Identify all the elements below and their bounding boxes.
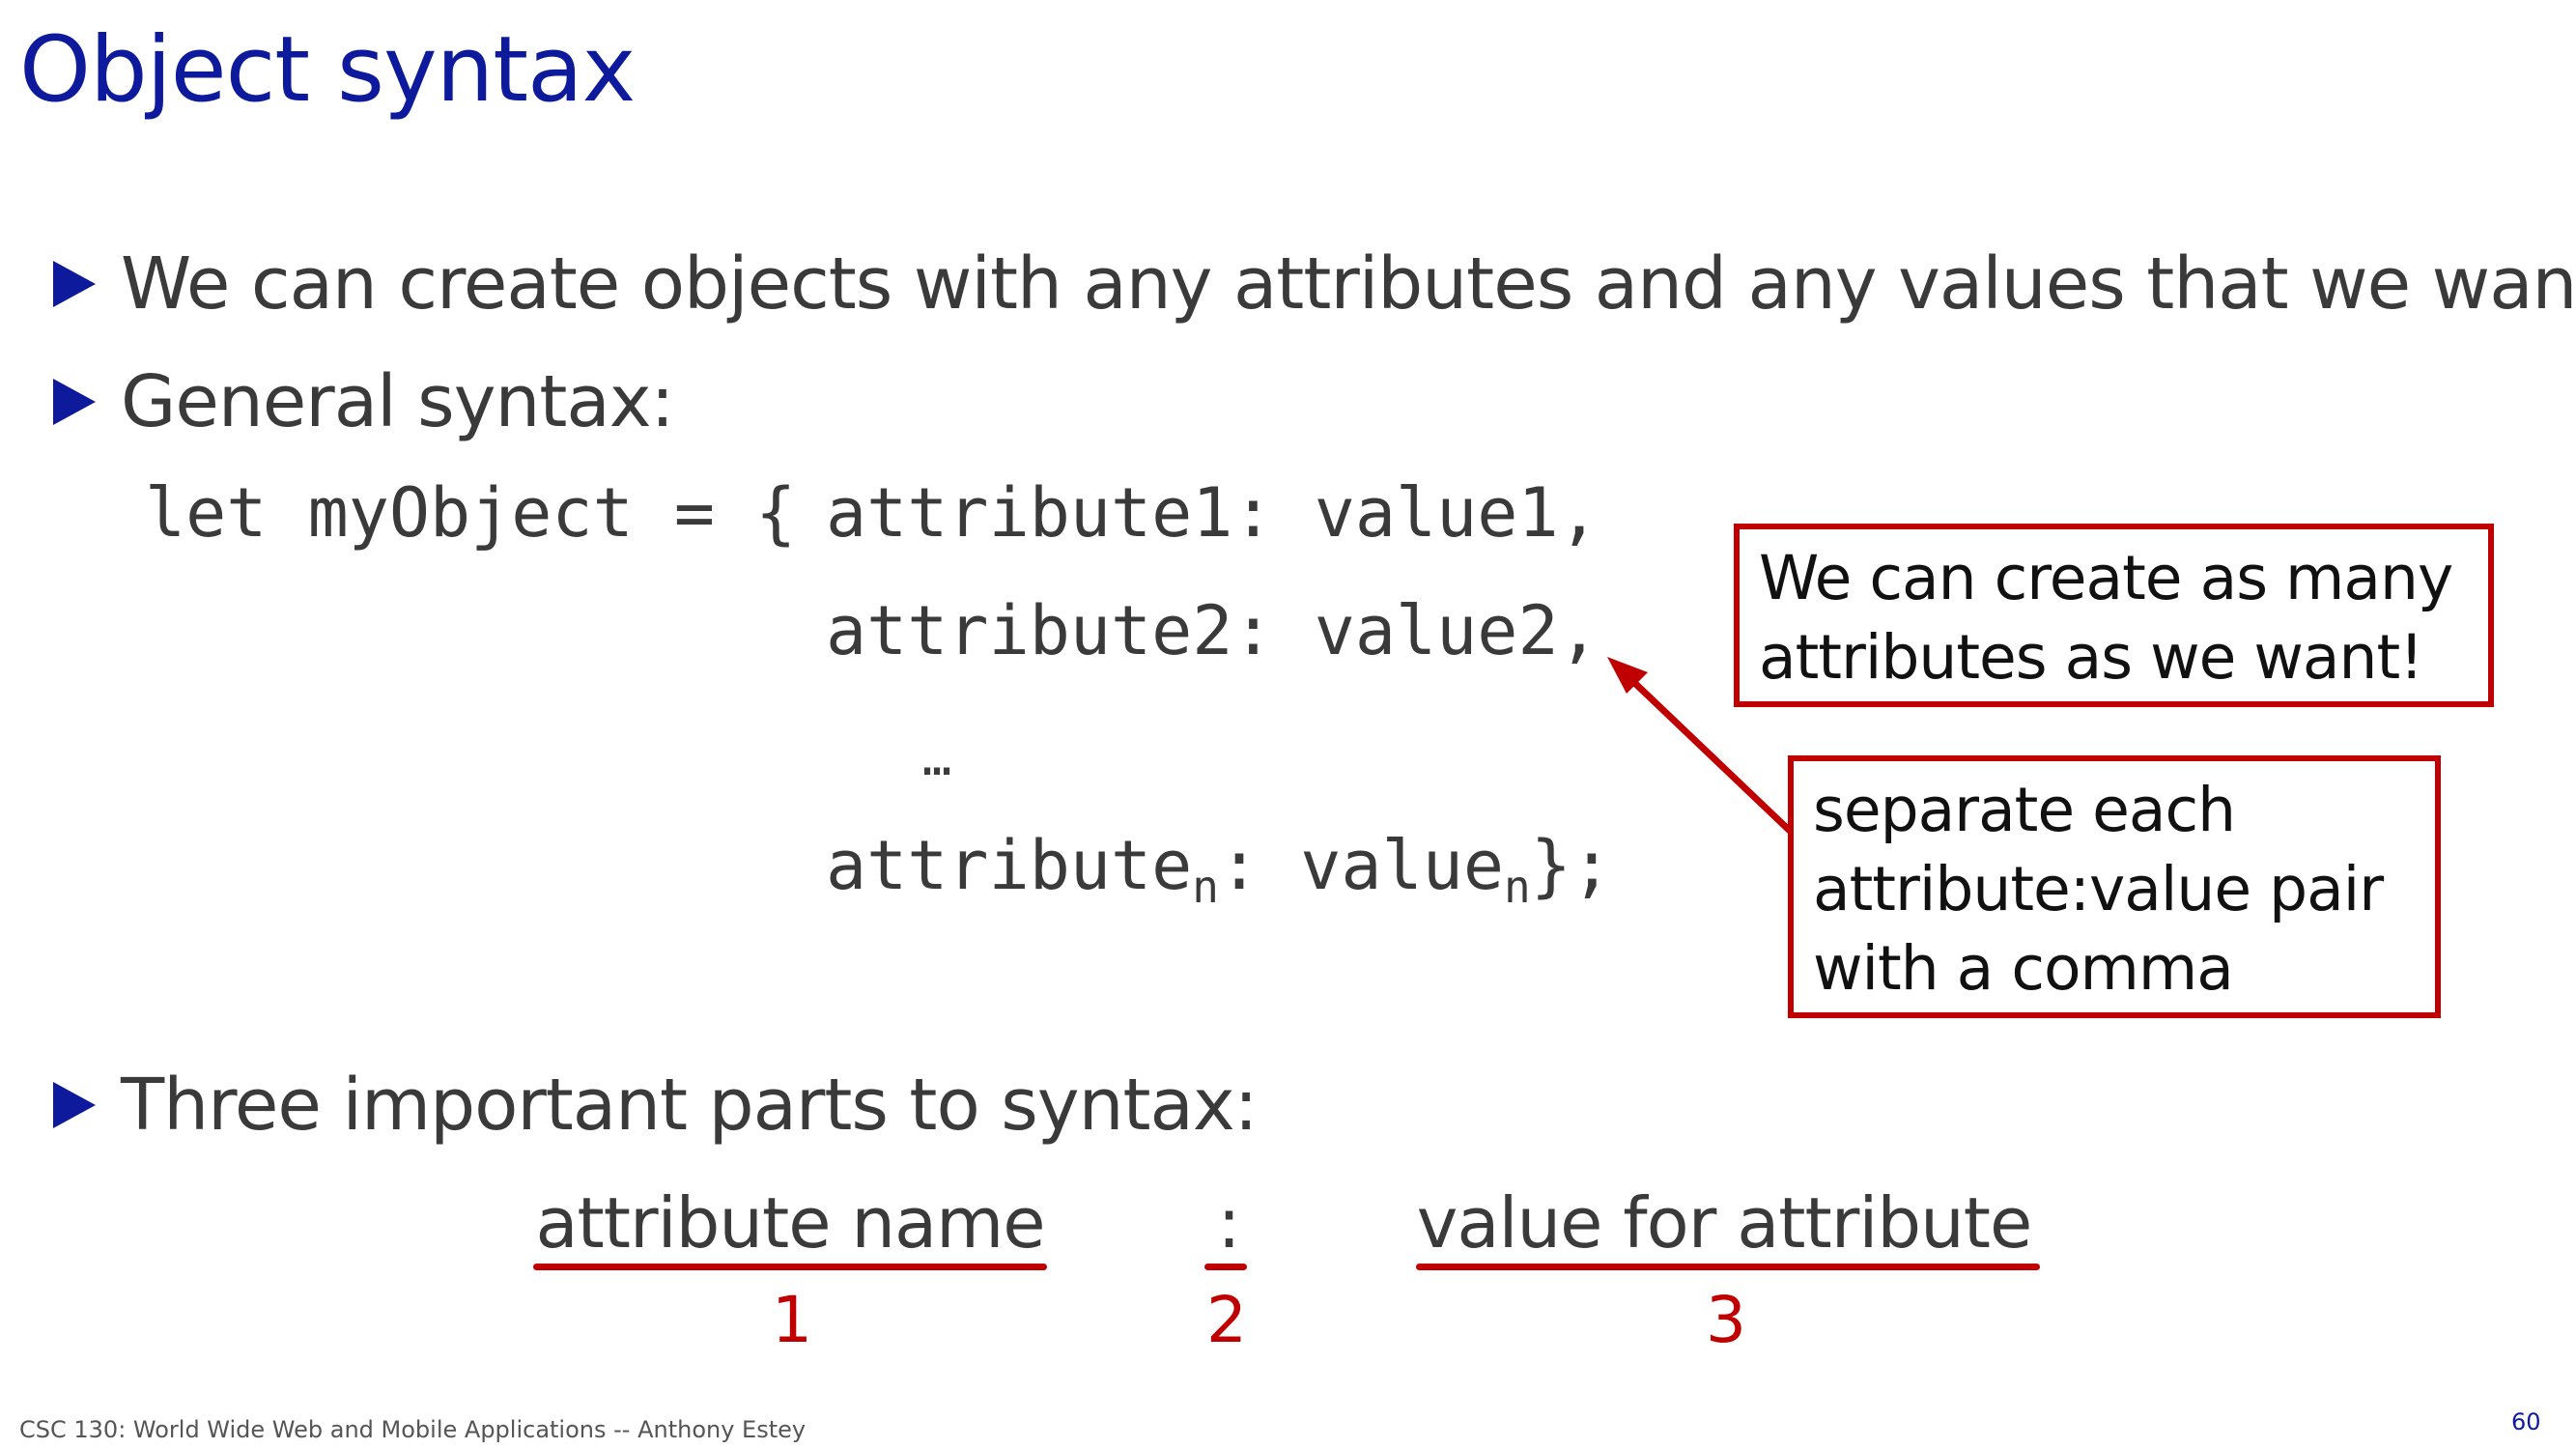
part-3-underline	[1416, 1264, 2040, 1270]
code-line-1-body: attribute1: value1,	[826, 473, 1599, 553]
code-closing: };	[1530, 826, 1613, 905]
code-line-n: attributen: valuen};	[826, 826, 1612, 913]
slide-footer: CSC 130: World Wide Web and Mobile Appli…	[19, 1416, 807, 1443]
subscript-n: n	[1192, 861, 1219, 913]
slide-title: Object syntax	[19, 17, 636, 123]
part-1-underline	[533, 1264, 1047, 1270]
callout-comma-separator: separate each attribute:value pair with …	[1788, 755, 2441, 1018]
bullet-text: General syntax:	[121, 360, 674, 443]
code-value-n: : value	[1219, 826, 1505, 905]
bullet-text: We can create objects with any attribute…	[121, 242, 2576, 326]
bullet-text: Three important parts to syntax:	[121, 1064, 1259, 1147]
triangle-bullet-icon	[53, 379, 96, 425]
part-value-for-attribute: value for attribute	[1416, 1182, 2033, 1264]
code-line-2: attribute2: value2,	[826, 591, 1599, 670]
callout-many-attributes: We can create as many attributes as we w…	[1734, 524, 2494, 707]
part-attribute-name: attribute name	[535, 1182, 1045, 1264]
bullet-item: General syntax:	[53, 355, 674, 448]
code-attribute-n: attribute	[826, 826, 1193, 905]
code-ellipsis: …	[922, 730, 952, 786]
bullet-item: We can create objects with any attribute…	[53, 238, 2576, 330]
code-line-1-prefix: let myObject = {	[145, 473, 797, 553]
part-2-underline	[1204, 1264, 1247, 1270]
part-colon: :	[1217, 1182, 1240, 1264]
triangle-bullet-icon	[53, 1082, 96, 1128]
bullet-item: Three important parts to syntax:	[53, 1059, 1259, 1151]
part-1-number: 1	[772, 1283, 812, 1357]
part-3-number: 3	[1706, 1283, 1746, 1357]
triangle-bullet-icon	[53, 261, 96, 307]
part-2-number: 2	[1206, 1283, 1247, 1357]
page-number: 60	[2511, 1408, 2541, 1435]
subscript-n: n	[1504, 861, 1531, 913]
